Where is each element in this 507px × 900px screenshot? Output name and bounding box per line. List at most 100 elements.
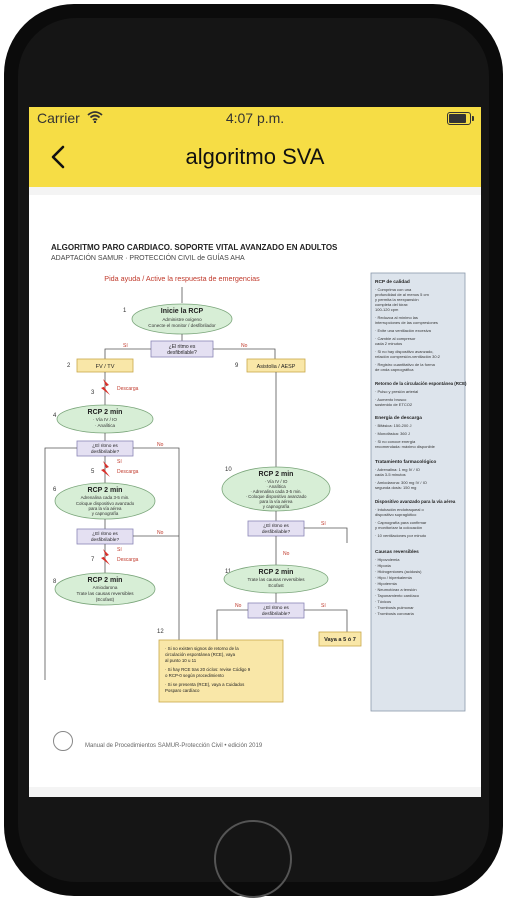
step-number-2: 2 [67,363,71,369]
flowchart: Pida ayuda / Active la respuesta de emer… [44,272,467,712]
sidebar-text: · Si no conoce energía [375,439,416,444]
sidebar-text: · Capnografía para confirmar [375,520,427,525]
final-line1: · Si no existen signos de retorno de la [165,646,239,651]
sidebar-text: · Cambie al compresor [375,336,416,341]
final-line3: al punto 10 u 11 [165,658,197,663]
rcp-bubble-8 [54,572,156,606]
sidebar-text: · Comprima con una [375,287,412,292]
yes-label-4: Sí [321,521,326,527]
question-5-line1: ¿El ritmo es [263,605,289,611]
question-2-line2: desfibrilable? [91,449,120,455]
step-number-11: 11 [225,569,232,575]
rcp-10-line5: para la vía aérea [260,499,294,504]
sidebar-text: · Trombosis coronaria [375,611,414,616]
shock-icon [101,379,110,395]
question-2-line1: ¿El ritmo es [92,443,118,449]
samur-seal-icon [53,731,73,751]
step-number-3: 3 [91,390,95,396]
sidebar-text: completa del tórax [375,302,408,307]
document-viewer[interactable]: ALGORITMO PARO CARDIACO. SOPORTE VITAL A… [29,187,481,797]
question-3-line2: desfibrilable? [91,537,120,543]
sidebar-text: y monitorizar la colocación [375,525,422,530]
final-line7: Posparo cardíaco [165,688,200,693]
document-footer: Manual de Procedimientos SAMUR-Protecció… [85,743,263,749]
sidebar-heading-3: Energía de descarga [375,415,422,421]
rcp-4-line2: · Analítica [95,423,116,428]
sidebar-text: interrupciones de las compresiones [375,320,438,325]
rcp-title-6: RCP 2 min [88,487,123,494]
step-number-12: 12 [157,629,164,635]
final-line2: circulación espontánea (RCE), vaya [165,652,236,657]
question-box-5 [247,602,305,619]
connector [44,447,77,680]
sidebar-text: · Hipotermia [375,581,398,586]
connector [133,447,180,610]
final-line6: · Si se presenta (RCE), vaya a Cuidados [165,682,245,687]
sidebar-text: · Reduzca al mínimo las [375,315,418,320]
yes-label-3: Sí [117,547,122,553]
sidebar-text: · Hidrogeniones (acidosis) [375,569,422,574]
sidebar-text: · Bifásica: 150-200 J [375,423,411,428]
step-number-10: 10 [225,467,232,473]
sidebar-text: · Pulso y presión arterial [375,389,418,394]
start-line1: Administre oxígeno [162,317,202,322]
carrier-label: Carrier [37,110,80,126]
shock-icon [101,461,110,477]
step-number-9: 9 [235,363,239,369]
final-box [158,639,284,703]
no-label-1: No [241,343,248,349]
rcp-10-line4: · Coloque dispositivo avanzado [245,494,307,499]
sidebar-heading-5: Dispositivo avanzado para la vía aérea [375,499,456,504]
yes-label-1: Sí [123,343,128,349]
rcp-8-line3: (Ecofast) [96,597,115,602]
rcp-10-line6: y capnografía [263,504,290,509]
sidebar-text: dispositivo supraglótico [375,512,417,517]
sidebar-heading-1: RCP de calidad [375,279,410,285]
rcp-10-line3: · Adrenalina cada 3-5 min. [250,489,301,494]
no-label-5: No [235,603,242,609]
rcp-10-line1: · Vía IV / IO [265,479,289,484]
sidebar-text: · Evite una ventilación excesiva [375,328,432,333]
rcp-title-11: RCP 2 min [259,569,294,576]
sidebar-text: · Intubación endotraqueal o [375,507,424,512]
step-number-1: 1 [123,308,127,314]
page-title: algoritmo SVA [185,144,325,169]
connector [213,348,276,359]
question-4-line1: ¿El ritmo es [263,523,289,529]
sidebar-text: 100-120 cpm [375,307,399,312]
sidebar-text: · Amiodarona: 300 mg IV / IO [375,480,427,485]
rcp-title-10: RCP 2 min [259,471,294,478]
rcp-11-line1: Trate las causas reversibles [247,577,305,582]
shock-label-3: Descarga [117,557,139,563]
sidebar-text: recomendada: máximo disponible [375,444,436,449]
home-button[interactable] [214,820,292,898]
clock: 4:07 p.m. [225,110,285,126]
document-subtitle: ADAPTACIÓN SAMUR · PROTECCIÓN CIVIL de G… [51,255,245,262]
sidebar-text: profundidad de al menos 5 cm [375,292,429,297]
question-3-line1: ¿El ritmo es [92,531,118,537]
sidebar-heading-4: Tratamiento farmacológico [375,459,436,465]
rcp-8-line1: Amiodarona [93,585,118,590]
emergency-header: Pida ayuda / Active la respuesta de emer… [104,274,260,283]
yes-label-5: Sí [321,603,326,609]
sidebar-text: · Trombosis pulmonar [375,605,414,610]
no-label-4: No [283,551,290,557]
wifi-icon [87,110,103,126]
rcp-title-4: RCP 2 min [88,409,123,416]
back-button[interactable] [41,139,77,175]
step-number-6: 6 [53,487,57,493]
connector [304,609,348,632]
app-screen: Carrier 4:07 p.m. algoritmo SVA ALGORITM… [29,107,481,797]
sidebar-text: de onda capnográfica [375,367,414,372]
sidebar-text: · Si no hay dispositivo avanzado, [375,349,433,354]
shock-icon [101,549,110,565]
document-title: ALGORITMO PARO CARDIACO. SOPORTE VITAL A… [51,243,338,252]
sidebar-text: · Neumotórax a tensión [375,587,417,592]
start-line2: Conecte el monitor / desfibrilador [148,323,216,328]
sidebar-text: · Aumento brusco [375,397,407,402]
connector [216,609,248,640]
go-to-box [318,631,362,647]
asistolia-label: Asistolia / AESP [257,364,296,370]
sidebar-text: cada 2 minutos [375,341,402,346]
connector [104,348,151,359]
